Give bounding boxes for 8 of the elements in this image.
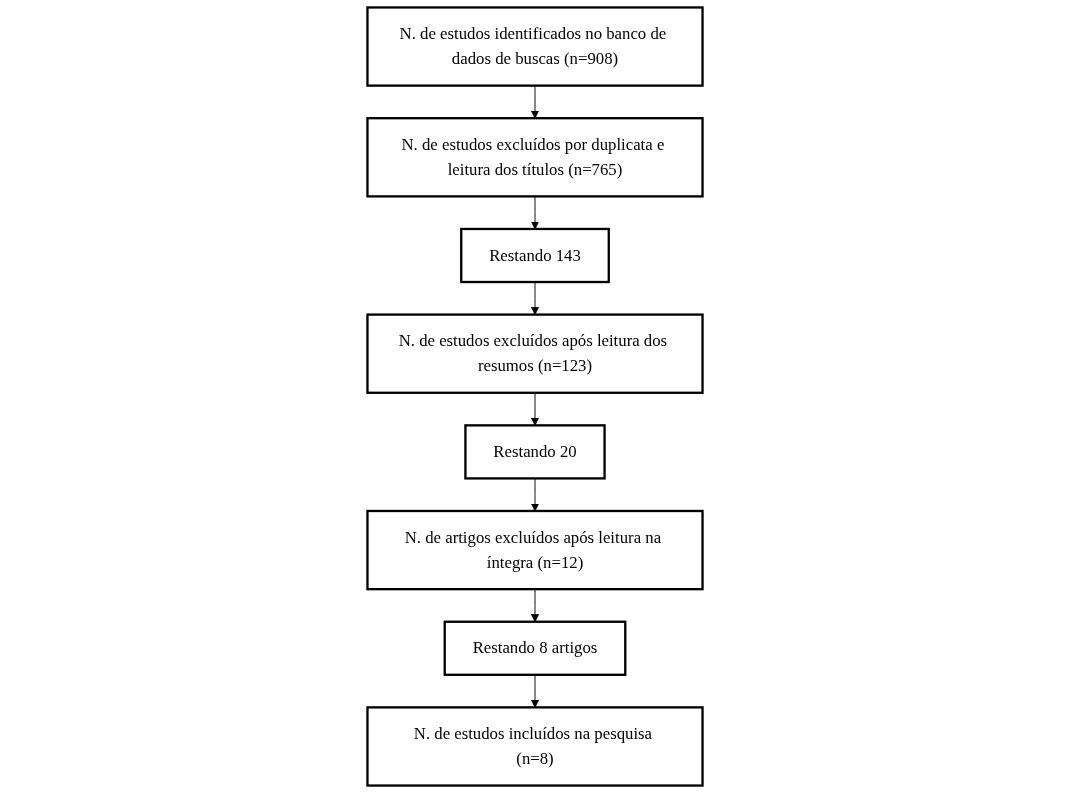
node-box: Restando 8 artigos [443,620,627,676]
node-box: N. de estudos excluídos por duplicata e leitura dos títulos (n=765) [366,117,704,198]
node-box: Restando 20 [464,424,606,480]
node-box: N. de estudos excluídos após leitura dos resumos (n=123) [366,313,704,394]
node-box: N. de estudos incluídos na pesquisa (n=8) [366,706,704,787]
node-box: N. de artigos excluídos após leitura na íntegra (n=12) [366,509,704,591]
node-box: Restando 143 [460,227,610,284]
node-box: N. de estudos identificados no banco de dados de buscas (n=908) [366,6,704,87]
